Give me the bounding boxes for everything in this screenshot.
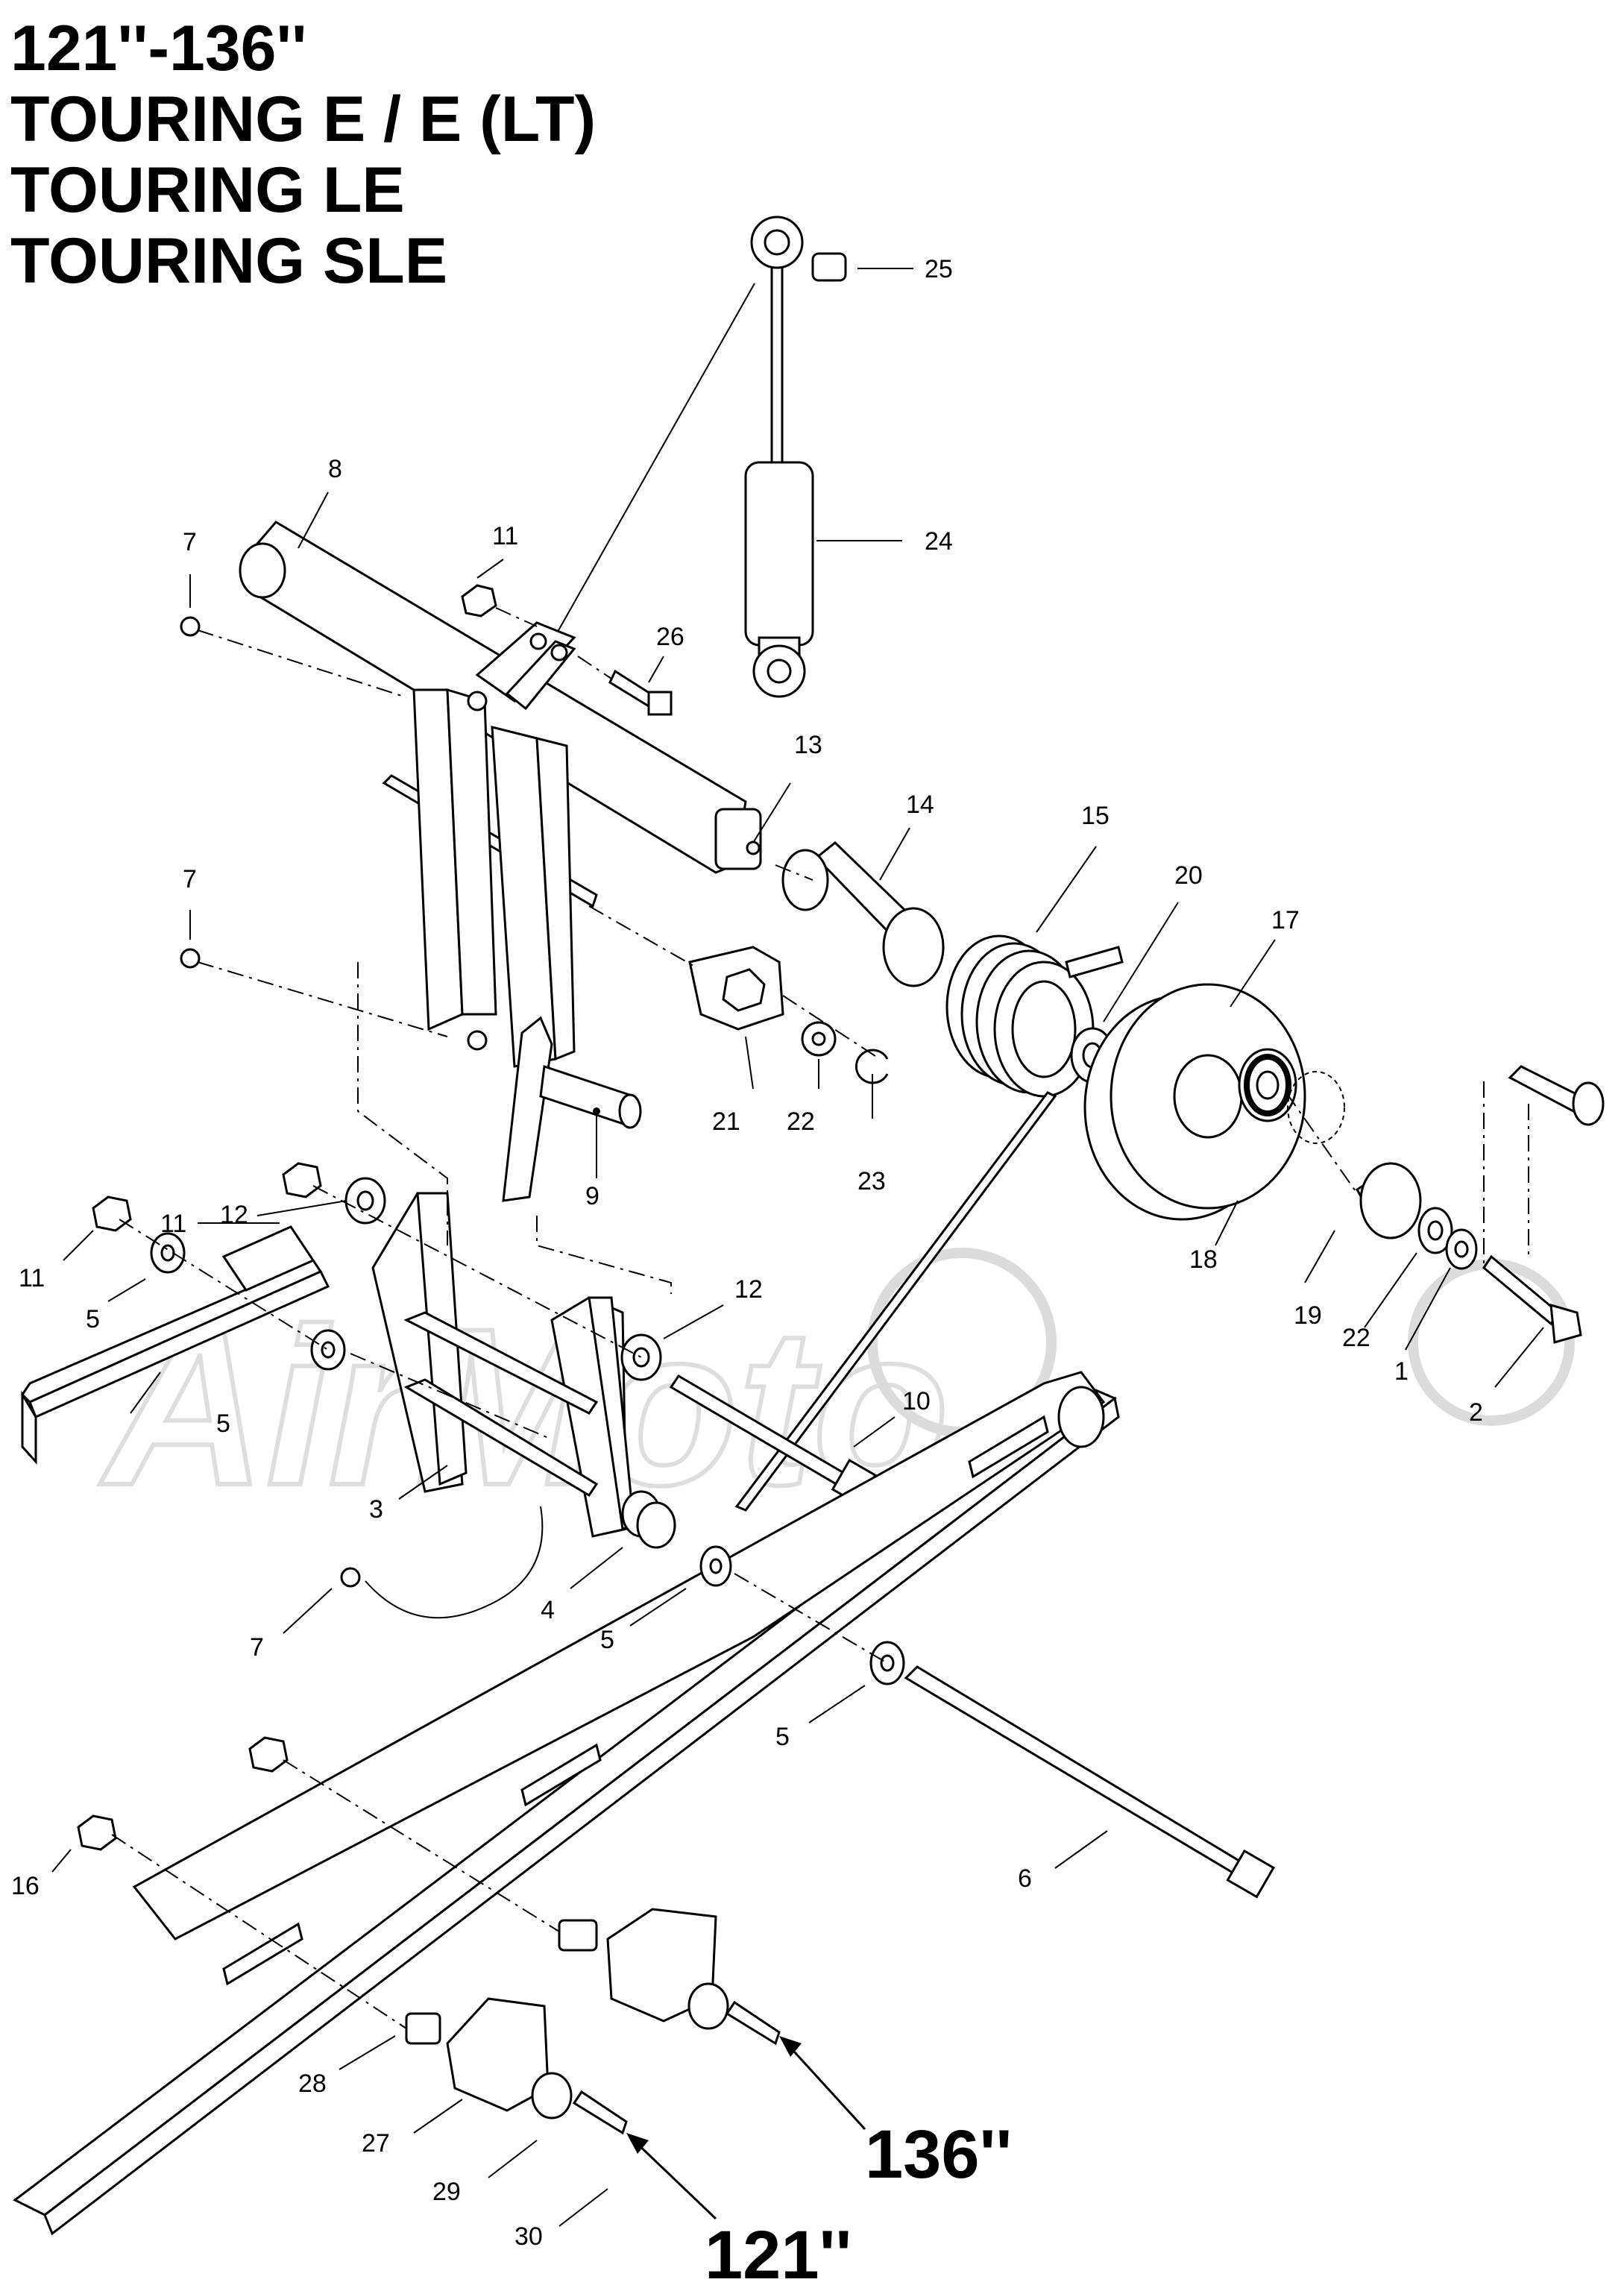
washer-22-right	[1417, 1207, 1453, 1254]
bearing	[1238, 1048, 1345, 1144]
callout-15: 15	[1081, 802, 1110, 830]
callout-9: 9	[585, 1182, 599, 1210]
bolt-2	[1482, 1254, 1582, 1344]
callout-21: 21	[712, 1107, 740, 1136]
adjuster-washer	[801, 1021, 837, 1057]
label-121: 121''	[705, 2217, 852, 2293]
callout-11: 11	[19, 1264, 45, 1292]
callout-24: 24	[925, 527, 953, 556]
washer-1	[1445, 1228, 1478, 1270]
callout-5: 5	[86, 1305, 100, 1333]
callout-18: 18	[1189, 1245, 1218, 1274]
spring-adjuster	[688, 946, 784, 1031]
callout-29: 29	[432, 2178, 461, 2206]
callout-12: 12	[220, 1201, 248, 1229]
callout-8: 8	[328, 455, 342, 483]
callout-11: 11	[160, 1210, 186, 1238]
callout-16: 16	[11, 1872, 40, 1900]
idler-wheel	[1083, 983, 1306, 1221]
callout-17: 17	[1271, 906, 1300, 934]
bolt-26	[608, 669, 673, 716]
pivot-arm	[371, 1192, 676, 1549]
callout-19: 19	[1294, 1301, 1322, 1330]
callout-1: 1	[1394, 1357, 1409, 1386]
callout-14: 14	[906, 791, 934, 819]
slider-shoe-136	[558, 1908, 781, 2046]
callout-2: 2	[1469, 1398, 1483, 1427]
shock-bushing	[811, 252, 847, 282]
torsion-spring	[734, 934, 1124, 1512]
callout-7: 7	[183, 528, 197, 556]
label-136: 136''	[865, 2117, 1012, 2193]
title-line-model-le: TOURING LE	[10, 154, 405, 226]
leader-lines	[51, 268, 1544, 2227]
callout-20: 20	[1174, 861, 1203, 890]
callout-7: 7	[250, 1633, 264, 1662]
socket-screw	[1508, 1065, 1605, 1126]
title-line-model-e: TOURING E / E (LT)	[10, 84, 597, 155]
callout-5: 5	[216, 1410, 230, 1438]
front-arm-frame	[412, 688, 576, 1068]
slider-shoe-121	[405, 1997, 628, 2135]
nut-16	[77, 1736, 289, 1851]
diagram-title: 121''-136'' TOURING E / E (LT) TOURING L…	[10, 13, 596, 297]
washer-12	[344, 1177, 662, 1381]
wheel-spacer	[1356, 1162, 1422, 1239]
spring-bushing	[781, 841, 945, 987]
callout-27: 27	[362, 2129, 390, 2158]
callout-5: 5	[775, 1723, 790, 1751]
grease-fitting	[180, 616, 544, 1619]
callout-22: 22	[787, 1107, 815, 1136]
callout-12: 12	[734, 1275, 763, 1304]
nut-11	[92, 584, 497, 1232]
callout-26: 26	[656, 623, 684, 651]
callout-labels: 25 24 8 7 11 26 13 14 15 20 17 7 21 22 2…	[11, 255, 1483, 2251]
shock-absorber	[547, 216, 814, 698]
callout-23: 23	[857, 1167, 886, 1195]
callout-10: 10	[902, 1387, 931, 1415]
callout-30: 30	[514, 2222, 543, 2251]
callout-25: 25	[925, 255, 953, 283]
callout-6: 6	[1018, 1864, 1032, 1893]
callout-13: 13	[794, 731, 822, 759]
shock-mount-bracket	[475, 621, 576, 711]
callout-5: 5	[600, 1626, 614, 1654]
arm-pin	[502, 1016, 642, 1202]
assembly-lines	[111, 607, 1529, 2029]
callout-3: 3	[369, 1495, 383, 1524]
washer-5-lower	[150, 1232, 905, 1685]
callout-28: 28	[298, 2070, 327, 2098]
cross-shaft	[239, 521, 762, 874]
callout-4: 4	[541, 1596, 555, 1624]
callout-22: 22	[1342, 1324, 1370, 1352]
callout-7: 7	[183, 865, 197, 893]
title-line-size: 121''-136''	[10, 13, 307, 84]
bolt-6	[904, 1665, 1275, 1899]
main-rail	[13, 1371, 1120, 2236]
e-clip	[855, 1049, 889, 1084]
callout-11: 11	[492, 522, 518, 550]
left-rail	[21, 1225, 330, 1465]
title-line-model-sle: TOURING SLE	[10, 225, 448, 297]
